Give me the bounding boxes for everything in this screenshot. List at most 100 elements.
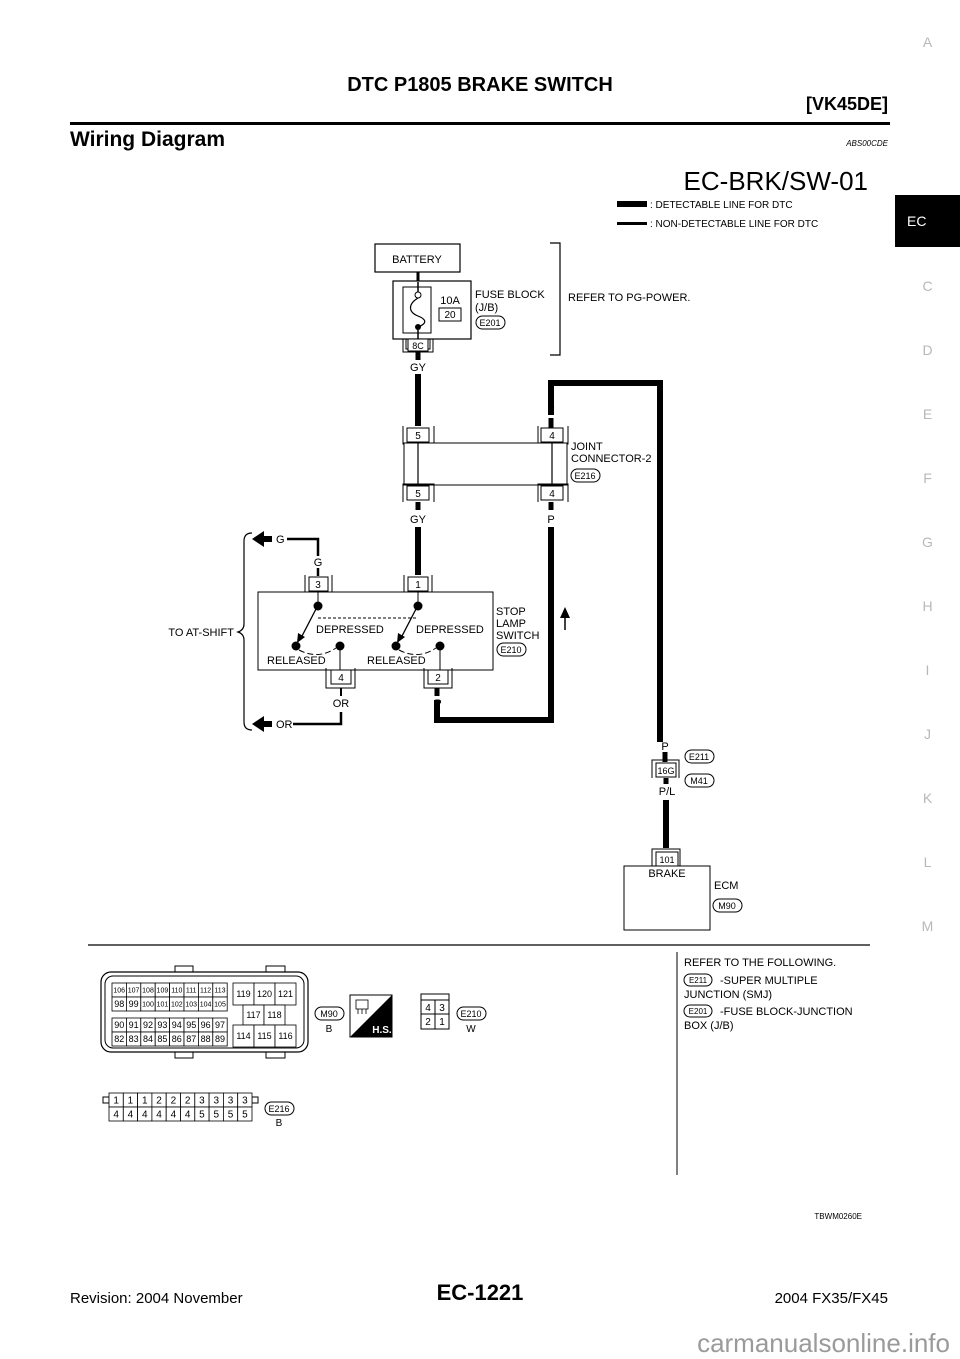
refer-following: REFER TO THE FOLLOWING. E211 -SUPER MULT… (683, 957, 853, 1032)
figure-code: TBWM0260E (814, 1212, 862, 1221)
smj-terminal-16g: 16G (657, 766, 674, 776)
pin-number: 115 (257, 1031, 271, 1041)
pin-number: 1 (128, 1096, 134, 1107)
pin-number: 102 (171, 1002, 183, 1009)
wire-color-p-top: P (547, 404, 554, 416)
refer-item-line1: -FUSE BLOCK-JUNCTION (720, 1006, 853, 1018)
pin-number: 89 (215, 1034, 225, 1044)
pin-number: 4 (128, 1110, 134, 1121)
wire-color-g-in: G (314, 557, 323, 569)
joint-pin-5-bottom: 5 (415, 489, 421, 500)
joint-connector-id: E216 (574, 471, 595, 481)
fuse-terminal-top (414, 291, 422, 299)
e210-pin: 4 (425, 1003, 431, 1014)
legend: : DETECTABLE LINE FOR DTC : NON-DETECTAB… (617, 200, 818, 230)
pin-number: 108 (142, 988, 154, 995)
pin-number: 4 (171, 1110, 177, 1121)
ecm-connector-id: M90 (718, 901, 736, 911)
wire-color-pl: P/L (659, 786, 676, 798)
tab-k[interactable]: K (922, 790, 933, 806)
battery: BATTERY (374, 243, 461, 273)
hs-harness-side-icon: H.S. (349, 994, 393, 1038)
switch-pin-2: 2 (435, 673, 441, 684)
pin-number: 1 (113, 1096, 119, 1107)
fuse-connector-id: E201 (479, 318, 500, 328)
legend-non-detectable: : NON-DETECTABLE LINE FOR DTC (650, 219, 818, 230)
pin-cell (212, 996, 228, 1012)
tab-j[interactable]: J (924, 726, 931, 742)
joint-connector-sublabel: CONNECTOR-2 (571, 453, 651, 465)
pin-number: 92 (143, 1020, 153, 1030)
pin-number: 2 (171, 1096, 177, 1107)
e210-connector-face: 4 3 2 1 (420, 993, 450, 1030)
pin-number: 3 (199, 1096, 205, 1107)
pin-number: 5 (242, 1110, 248, 1121)
revision-date: Revision: 2004 November (70, 1290, 243, 1307)
legend-thin-line (617, 222, 647, 225)
wire-color-g-out: G (276, 534, 285, 546)
pin-number: 95 (186, 1020, 196, 1030)
tab-l[interactable]: L (923, 854, 932, 870)
pin-number: 1 (142, 1096, 148, 1107)
pin-number: 88 (201, 1034, 211, 1044)
wire-color-or-out: OR (276, 719, 293, 731)
switch-pin-1: 1 (415, 580, 421, 591)
pin-number: 107 (128, 988, 140, 995)
e210-pin: 2 (425, 1017, 431, 1028)
refer-item-line2: BOX (J/B) (684, 1020, 734, 1032)
tab-ec[interactable]: EC (895, 195, 960, 247)
at-shift-bracket (236, 532, 253, 731)
joint-connector: 5 4 5 4 JOINT CONNECTOR-2 E216 (402, 426, 651, 502)
tab-i[interactable]: I (925, 662, 930, 678)
pin-number: 94 (172, 1020, 182, 1030)
e210-connector-label: E210 (460, 1009, 481, 1019)
joint-pin-5-top: 5 (415, 431, 421, 442)
engine-code: [VK45DE] (805, 94, 888, 114)
joint-pin-4-bottom: 4 (549, 489, 555, 500)
reference-code: ABS00CDE (846, 139, 888, 148)
pin-number: 3 (213, 1096, 219, 1107)
tab-m[interactable]: M (921, 918, 934, 934)
tab-d[interactable]: D (922, 342, 933, 358)
arrow-left-or (252, 716, 264, 732)
wire-color-p-smj: P (661, 741, 668, 753)
pin-number: 106 (113, 988, 125, 995)
refer-item-line1: -SUPER MULTIPLE (720, 975, 818, 987)
tab-a[interactable]: A (922, 34, 933, 50)
header-rule (70, 122, 890, 125)
battery-label: BATTERY (392, 254, 442, 266)
document-title: DTC P1805 BRAKE SWITCH (347, 74, 613, 96)
stop-lamp-switch: 3 1 DEPRESSED DEPRESSED RELEASED RELEASE… (257, 575, 539, 689)
wire-p-switch (434, 527, 554, 723)
pin-cell (212, 1031, 228, 1047)
page-number: EC-1221 (436, 1280, 524, 1305)
tab-f[interactable]: F (923, 470, 932, 486)
hs-label: H.S. (372, 1025, 392, 1036)
pin-number: 104 (200, 1002, 212, 1009)
e210-pin: 1 (439, 1017, 445, 1028)
arrow-left-g (252, 531, 264, 547)
pin-number: 112 (200, 988, 211, 995)
legend-detectable: : DETECTABLE LINE FOR DTC (650, 200, 793, 211)
wire-color-p-switch: P (434, 698, 441, 710)
pin-number: 120 (257, 989, 272, 999)
pin-number: 3 (242, 1096, 248, 1107)
ecm-label: ECM (714, 880, 738, 892)
smj-terminal: 16G E211 M41 (651, 749, 715, 788)
switch-pin-4: 4 (338, 673, 344, 684)
to-at-shift-label: TO AT-SHIFT (168, 627, 234, 639)
tab-h[interactable]: H (922, 598, 933, 614)
tab-e[interactable]: E (922, 406, 933, 422)
pin-number: 2 (156, 1096, 162, 1107)
fuse-block: 10A 20 FUSE BLOCK (J/B) E201 (392, 280, 545, 340)
tab-c[interactable]: C (922, 278, 933, 294)
pin-number: 2 (185, 1096, 191, 1107)
fuse-terminal-bottom (415, 324, 421, 330)
pin-number: 4 (156, 1110, 162, 1121)
pin-number: 87 (186, 1034, 196, 1044)
tab-g[interactable]: G (922, 534, 933, 550)
refer-item-line2: JUNCTION (SMJ) (684, 989, 772, 1001)
